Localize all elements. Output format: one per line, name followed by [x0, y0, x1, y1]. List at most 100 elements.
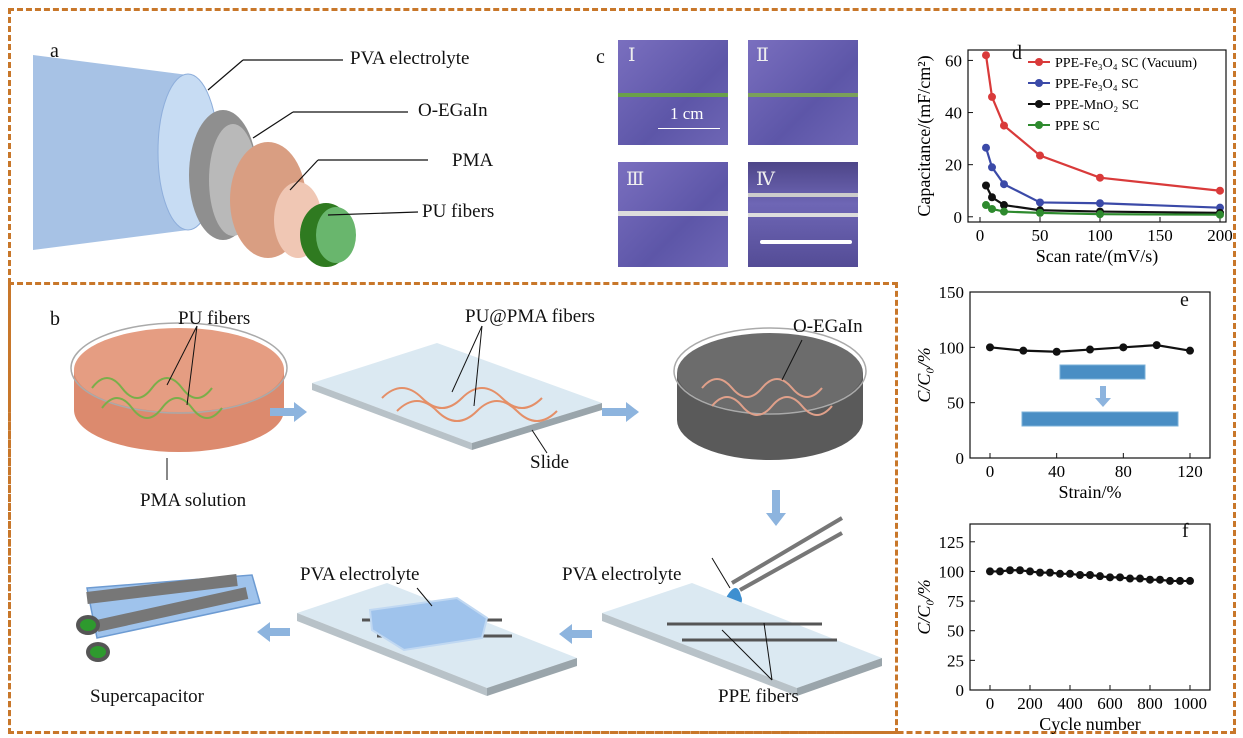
panel-label-f: f	[1182, 520, 1189, 542]
panel-b-frame	[8, 282, 898, 734]
data-point	[1066, 569, 1074, 578]
data-point	[1056, 569, 1064, 578]
legend-swatch-marker	[1035, 58, 1043, 66]
data-point	[1036, 568, 1044, 577]
x-tick-label: 800	[1137, 694, 1163, 713]
stretch-arrow-icon	[1095, 386, 1111, 407]
data-point	[1186, 576, 1194, 585]
y-tick-label: 60	[945, 51, 962, 70]
data-point	[988, 163, 996, 172]
data-point	[1152, 341, 1161, 350]
legend-swatch-marker	[1035, 79, 1043, 87]
label-pu-fibers: PU fibers	[422, 201, 495, 222]
data-point	[1000, 121, 1008, 130]
y-axis-label: Capacitance/(mF/cm²)	[914, 55, 935, 216]
y-tick-label: 125	[939, 533, 965, 552]
micrograph-1-label: Ⅰ	[628, 45, 636, 66]
y-tick-label: 40	[945, 104, 962, 123]
series-line-0	[984, 55, 1221, 192]
x-tick-label: 1000	[1173, 694, 1207, 713]
label-pva-electrolyte: PVA electrolyte	[350, 48, 470, 69]
panel-label-e: e	[1180, 289, 1189, 311]
legend-entry: PPE-MnO₂ SC	[1055, 98, 1139, 113]
data-point	[1000, 207, 1008, 216]
label-slide: Slide	[530, 452, 570, 473]
legend-swatch-marker	[1035, 100, 1043, 108]
data-point	[1086, 570, 1094, 579]
data-point	[1106, 573, 1114, 582]
label-pva-electrolyte-drop: PVA electrolyte	[562, 564, 682, 585]
data-point	[988, 204, 996, 213]
label-o-egain: O-EGaIn	[418, 100, 488, 121]
data-point	[1136, 574, 1144, 583]
plot-frame	[969, 523, 1211, 691]
series-line-2	[985, 185, 1221, 214]
data-point	[1086, 345, 1094, 354]
legend-entry: PPE-Fe₃O₄ SC (Vacuum)	[1055, 56, 1197, 71]
stretched-fiber-icon	[1021, 411, 1179, 427]
label-pma: PMA	[452, 150, 494, 171]
y-tick-label: 50	[947, 394, 964, 413]
plot-frame	[967, 49, 1227, 223]
y-tick-label: 100	[939, 562, 965, 581]
label-supercapacitor: Supercapacitor	[90, 686, 204, 707]
label-pma-solution: PMA solution	[140, 490, 247, 511]
data-point	[1096, 572, 1104, 581]
y-tick-label: 25	[947, 651, 964, 670]
x-tick-label: 400	[1057, 694, 1083, 713]
scale-bar-label: 1 cm	[670, 104, 704, 123]
data-point	[1000, 201, 1008, 210]
data-point	[988, 193, 996, 202]
data-point	[982, 143, 990, 152]
y-tick-label: 0	[954, 208, 963, 227]
y-tick-label: 0	[956, 449, 965, 468]
data-point	[1186, 346, 1194, 355]
panel-label-b: b	[50, 308, 60, 330]
data-point	[986, 343, 994, 352]
plot-frame	[969, 291, 1211, 459]
legend-entry: PPE SC	[1055, 119, 1100, 134]
label-pva-electrolyte-film: PVA electrolyte	[300, 564, 420, 585]
data-point	[1176, 576, 1184, 585]
data-point	[1016, 566, 1024, 575]
x-tick-label: 0	[976, 226, 985, 245]
x-tick-label: 600	[1097, 694, 1123, 713]
y-tick-label: 75	[947, 592, 964, 611]
x-tick-label: 50	[1032, 226, 1049, 245]
data-point	[1126, 574, 1134, 583]
x-tick-label: 150	[1147, 226, 1173, 245]
data-point	[1052, 347, 1061, 356]
data-point	[1216, 210, 1224, 219]
panel-label-c: c	[596, 46, 605, 68]
data-point	[1036, 151, 1044, 160]
legend-swatch-marker	[1035, 121, 1043, 129]
x-tick-label: 0	[986, 694, 995, 713]
x-tick-label: 40	[1048, 462, 1065, 481]
micrograph-4-label: Ⅳ	[756, 169, 775, 190]
data-point	[1096, 199, 1104, 208]
data-point	[1076, 570, 1084, 579]
panel-label-d: d	[1012, 42, 1022, 64]
data-point	[1046, 568, 1054, 577]
data-point	[1096, 173, 1104, 182]
y-tick-label: 150	[939, 283, 965, 302]
data-point	[988, 92, 996, 101]
y-axis-label: C/C₀/%	[914, 347, 934, 402]
data-point	[1146, 575, 1154, 584]
data-point	[996, 567, 1004, 576]
x-axis-label: Scan rate/(mV/s)	[1036, 246, 1158, 267]
y-axis-label: C/C₀/%	[914, 579, 934, 634]
label-o-egain-b: O-EGaIn	[793, 316, 863, 337]
data-point	[1006, 566, 1014, 575]
x-tick-label: 120	[1177, 462, 1203, 481]
data-point	[1156, 575, 1164, 584]
data-point	[1096, 210, 1104, 219]
data-point	[1036, 208, 1044, 217]
micrograph-2	[748, 40, 858, 145]
data-point	[1119, 343, 1128, 352]
x-tick-label: 0	[986, 462, 995, 481]
data-point	[1216, 186, 1224, 195]
label-pu-fibers-b: PU fibers	[178, 308, 251, 329]
